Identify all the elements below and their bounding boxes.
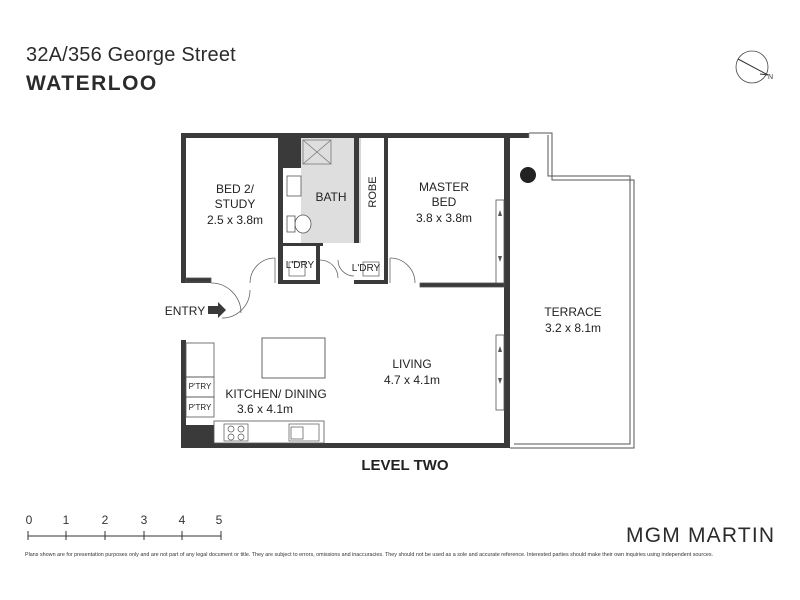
compass-north-letter: N <box>768 74 773 81</box>
cooktop <box>223 423 249 442</box>
pantry1-label: P'TRY <box>189 382 212 391</box>
kitchen-bench <box>213 420 325 444</box>
master-label-line1: MASTER <box>419 180 469 194</box>
compass-icon: N <box>735 50 773 84</box>
kitchen-dims: 3.6 x 4.1m <box>237 402 293 416</box>
bed2-label-line2: STUDY <box>215 197 256 211</box>
bed2-label-line1: BED 2/ <box>216 182 255 196</box>
kitchen-sink <box>288 423 320 442</box>
terrace-dims: 3.2 x 8.1m <box>545 321 601 335</box>
kitchen-label: KITCHEN/ DINING <box>225 387 326 401</box>
scale-label-0: 0 <box>26 513 33 527</box>
scale-label-5: 5 <box>216 513 223 527</box>
disclaimer: Plans shown are for presentation purpose… <box>25 552 714 558</box>
level-label: LEVEL TWO <box>361 457 449 474</box>
laundry1-label: L'DRY <box>286 260 315 271</box>
scale-label-2: 2 <box>102 513 109 527</box>
walls <box>181 133 529 448</box>
living-label: LIVING <box>392 357 431 371</box>
address-street: 32A/356 George Street <box>26 44 236 66</box>
laundry2-label: L'DRY <box>352 263 381 274</box>
terrace-label: TERRACE <box>544 305 601 319</box>
door-swings <box>210 257 416 319</box>
master-dims: 3.8 x 3.8m <box>416 211 472 225</box>
terrace-plant <box>520 167 536 183</box>
scale-label-1: 1 <box>63 513 70 527</box>
kitchen-island <box>261 337 326 379</box>
scale-label-4: 4 <box>179 513 186 527</box>
address-suburb: WATERLOO <box>26 72 158 95</box>
robe-label: ROBE <box>367 176 379 207</box>
living-dims: 4.7 x 4.1m <box>384 373 440 387</box>
pantry2-label: P'TRY <box>189 403 212 412</box>
entry-label: ENTRY <box>165 304 205 318</box>
master-label-line2: BED <box>432 195 457 209</box>
vanity-basin <box>286 175 302 197</box>
scale-label-3: 3 <box>141 513 148 527</box>
brand-logo: MGM MARTIN <box>626 524 776 547</box>
bath-label: BATH <box>315 190 346 204</box>
entry-arrow-icon <box>208 302 226 318</box>
bed2-dims: 2.5 x 3.8m <box>207 213 263 227</box>
terrace-outline <box>510 132 635 449</box>
